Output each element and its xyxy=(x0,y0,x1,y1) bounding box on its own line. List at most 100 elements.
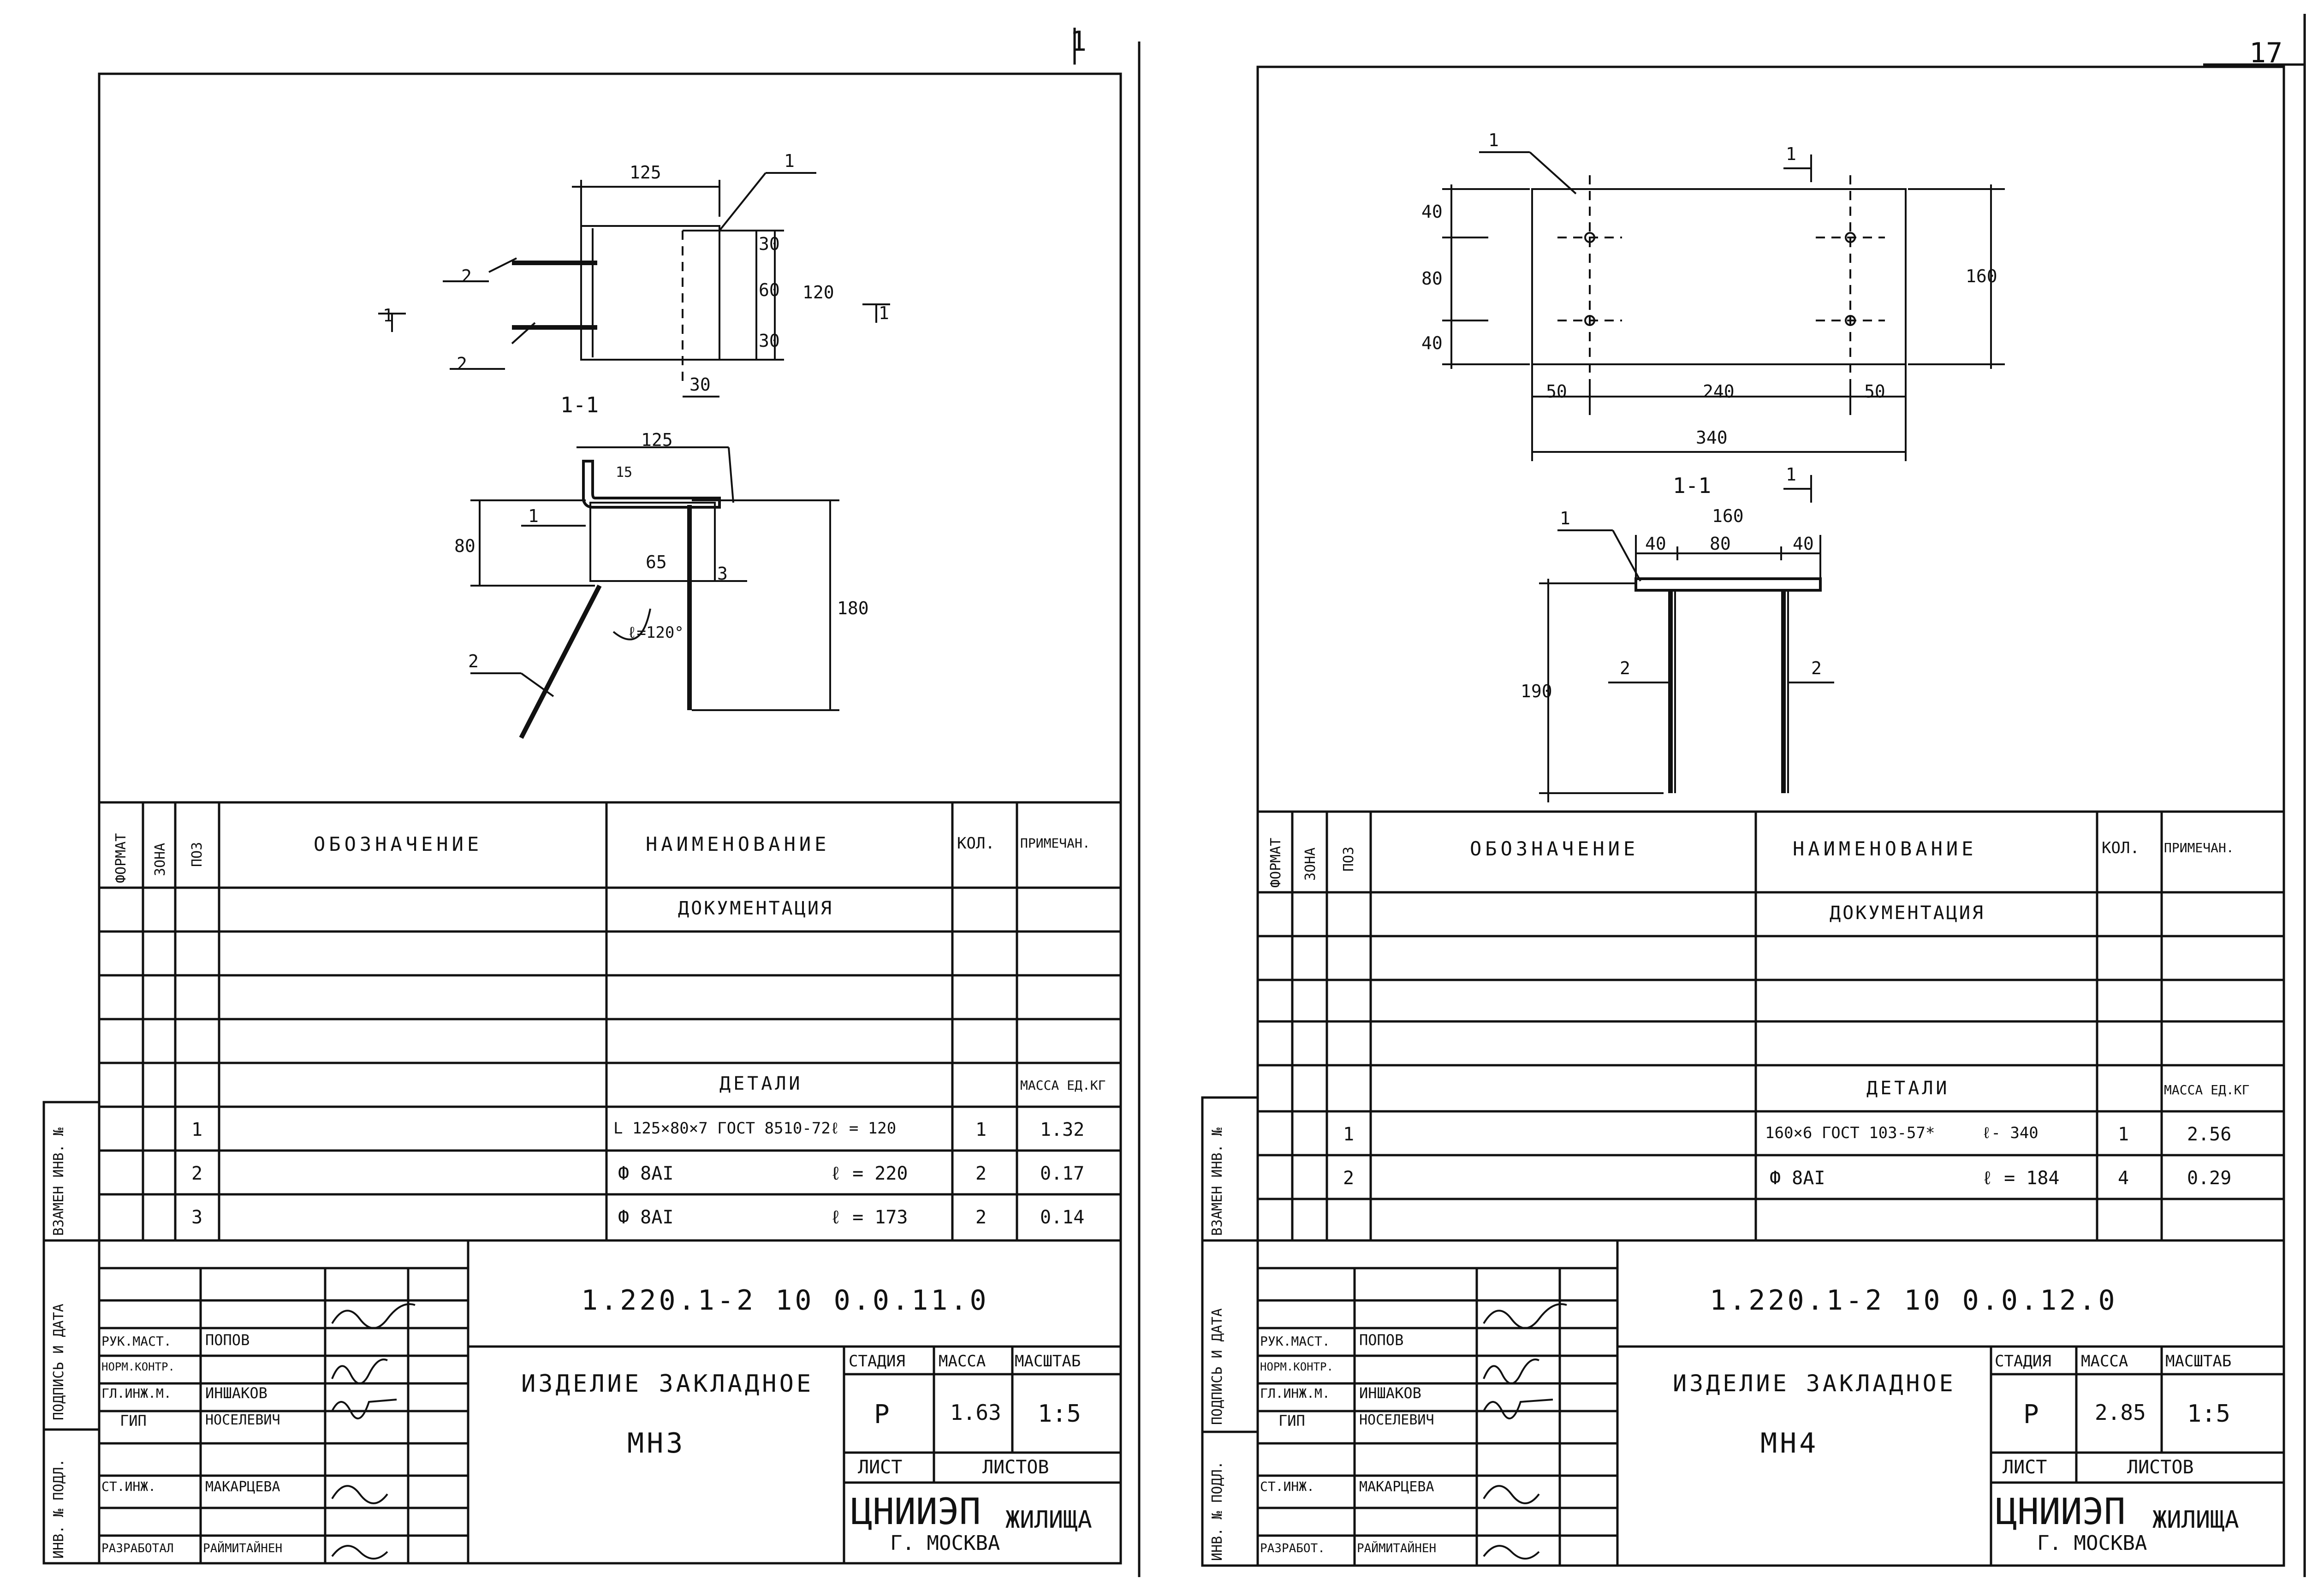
person-name-4-r: НОСЕЛЕВИЧ xyxy=(1359,1412,1434,1428)
col-designation-header: ОБОЗНАЧЕНИЕ xyxy=(314,833,483,855)
dim-sec-angle: ℓ=120° xyxy=(627,623,684,642)
dim-plan-30-a: 30 xyxy=(759,234,780,254)
row-2-name-r: Ф 8АI xyxy=(1770,1168,1825,1189)
label-scale-r: МАСШТАБ xyxy=(2165,1352,2232,1371)
dim-sec-125: 125 xyxy=(641,430,673,450)
label-mass-r: МАССА xyxy=(2081,1352,2128,1371)
dim-plan-125: 125 xyxy=(630,162,661,183)
label-scale: МАСШТАБ xyxy=(1015,1352,1081,1371)
dim-sec-65: 65 xyxy=(646,552,667,572)
person-role-6-r: СТ.ИНЖ. xyxy=(1260,1479,1315,1494)
value-stage: Р xyxy=(874,1400,890,1430)
dim-mn4-50a: 50 xyxy=(1546,381,1567,402)
person-name-6-r: МАКАРЦЕВА xyxy=(1359,1479,1434,1495)
person-role-2-r: НОРМ.КОНТР. xyxy=(1260,1360,1333,1373)
col-format-header: ФОРМАТ xyxy=(113,833,129,883)
col-designation-header-r: ОБОЗНАЧЕНИЕ xyxy=(1470,837,1639,860)
sheet-right: 17 ИНВ. № ПОДЛ. ПОДПИСЬ И ДАТА ВЗАМЕН ИН… xyxy=(1165,0,2306,1596)
dim-sec-180: 180 xyxy=(837,598,869,618)
page-number-left: 1 xyxy=(1070,25,1087,58)
org-name-r: ЦНИИЭП xyxy=(1996,1491,2126,1533)
stamp-vzamen: ВЗАМЕН ИНВ. № xyxy=(51,1127,67,1236)
person-role-3-r: ГЛ.ИНЖ.М. xyxy=(1260,1386,1330,1401)
stamp-vzamen-r: ВЗАМЕН ИНВ. № xyxy=(1209,1127,1225,1236)
row-1-len: ℓ = 120 xyxy=(830,1119,897,1138)
person-role-2: НОРМ.КОНТР. xyxy=(101,1360,175,1373)
col-note-header: ПРИМЕЧАН. xyxy=(1020,836,1090,851)
dim-mn4-340: 340 xyxy=(1696,427,1728,448)
section-view-mn4 xyxy=(1539,529,1834,802)
row-2-qty-r: 4 xyxy=(2118,1168,2129,1189)
dim-mn4-50b: 50 xyxy=(1864,381,1885,402)
doc-code: 1.220.1-2 10 0.0.11.0 xyxy=(581,1284,989,1317)
doc-section: ДОКУМЕНТАЦИЯ xyxy=(678,898,833,919)
row-3-len: ℓ = 173 xyxy=(830,1207,908,1228)
mass-header: МАССА ЕД.КГ xyxy=(1020,1078,1106,1093)
dim-mn4-sec-190: 190 xyxy=(1521,681,1552,701)
dim-mn4-40b: 40 xyxy=(1421,333,1443,353)
section-label: 1-1 xyxy=(560,392,599,417)
row-1-name: L 125×80×7 ГОСТ 8510-72 xyxy=(613,1119,831,1138)
section-mark-mn4-top: 1 xyxy=(1786,144,1796,164)
doc-mark-r: МН4 xyxy=(1760,1427,1819,1460)
org-city-r: Г. МОСКВА xyxy=(2037,1531,2147,1555)
person-name-7-r: РАЙМИТАЙНЕН xyxy=(1357,1542,1437,1555)
dim-mn4-240: 240 xyxy=(1703,381,1735,402)
person-name-1-r: ПОПОВ xyxy=(1359,1331,1404,1349)
row-1-mass: 1.32 xyxy=(1040,1119,1085,1140)
row-3-qty: 2 xyxy=(975,1207,987,1228)
dim-plan-30-c: 30 xyxy=(689,374,711,395)
person-name-7: РАЙМИТАЙНЕН xyxy=(203,1542,283,1555)
person-name-1: ПОПОВ xyxy=(205,1331,250,1349)
value-scale: 1:5 xyxy=(1038,1400,1081,1428)
label-stage-r: СТАДИЯ xyxy=(1995,1352,2051,1371)
label-sheets: ЛИСТОВ xyxy=(982,1457,1049,1478)
row-2-qty: 2 xyxy=(975,1163,987,1184)
callout-sec-2: 2 xyxy=(468,651,479,671)
callout-plan-2b: 2 xyxy=(457,354,467,374)
value-stage-r: Р xyxy=(2023,1400,2039,1430)
stamp-podpis-data: ПОДПИСЬ И ДАТА xyxy=(51,1304,67,1420)
row-2-pos-r: 2 xyxy=(1343,1168,1355,1189)
sheet-left-linework xyxy=(42,28,1141,1577)
person-role-4-r: ГИП xyxy=(1278,1412,1305,1430)
page-number-right: 17 xyxy=(2249,37,2283,69)
row-1-len-r: ℓ- 340 xyxy=(1982,1124,2039,1142)
dim-sec-15: 15 xyxy=(616,464,633,481)
row-2-len: ℓ = 220 xyxy=(830,1163,908,1184)
section-mark-left: 1 xyxy=(383,305,393,326)
dim-mn4-160: 160 xyxy=(1966,266,1997,286)
dim-mn4-40a: 40 xyxy=(1421,202,1443,222)
col-format-header-r: ФОРМАТ xyxy=(1268,837,1284,888)
col-zone-header-r: ЗОНА xyxy=(1302,847,1319,881)
parts-section-r: ДЕТАЛИ xyxy=(1866,1078,1950,1099)
stamp-inv-podl-r: ИНВ. № ПОДЛ. xyxy=(1209,1461,1225,1561)
col-qty-header: КОЛ. xyxy=(957,834,995,853)
person-name-4: НОСЕЛЕВИЧ xyxy=(205,1412,280,1428)
callout-mn4-sec-2b: 2 xyxy=(1811,658,1822,678)
callout-plan-2a: 2 xyxy=(461,266,472,286)
person-role-1-r: РУК.МАСТ. xyxy=(1260,1334,1330,1349)
callout-plan-1: 1 xyxy=(784,151,795,171)
person-name-3: ИНШАКОВ xyxy=(205,1384,267,1402)
row-2-pos: 2 xyxy=(191,1163,203,1184)
parts-section: ДЕТАЛИ xyxy=(719,1073,803,1094)
plan-view-mn4 xyxy=(1442,151,2005,503)
section-label-mn4: 1-1 xyxy=(1673,473,1712,498)
row-1-pos-r: 1 xyxy=(1343,1124,1355,1145)
row-2-mass-r: 0.29 xyxy=(2187,1168,2232,1189)
col-name-header: НАИМЕНОВАНИЕ xyxy=(646,833,830,855)
row-1-mass-r: 2.56 xyxy=(2187,1124,2232,1145)
dim-mn4-sec-80: 80 xyxy=(1710,534,1731,554)
doc-code-r: 1.220.1-2 10 0.0.12.0 xyxy=(1710,1284,2118,1317)
person-role-6: СТ.ИНЖ. xyxy=(101,1479,156,1494)
person-role-7: РАЗРАБОТАЛ xyxy=(101,1542,174,1555)
row-2-mass: 0.17 xyxy=(1040,1163,1085,1184)
value-mass: 1.63 xyxy=(950,1400,1001,1425)
label-mass: МАССА xyxy=(939,1352,986,1371)
org-name: ЦНИИЭП xyxy=(851,1491,981,1533)
stamp-inv-podl: ИНВ. № ПОДЛ. xyxy=(51,1459,67,1559)
plan-view-mn3 xyxy=(378,172,890,398)
stamp-podpis-data-r: ПОДПИСЬ И ДАТА xyxy=(1209,1308,1225,1425)
dim-mn4-80: 80 xyxy=(1421,268,1443,289)
